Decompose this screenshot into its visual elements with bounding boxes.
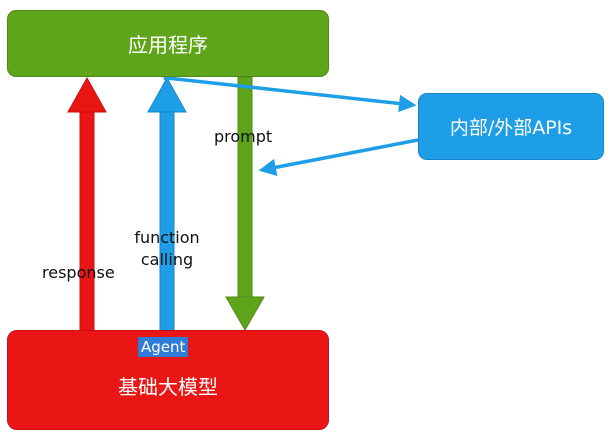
function-calling-arrow-shaft: [159, 109, 175, 332]
function-calling-label: function calling: [128, 227, 206, 271]
agent-highlight-label: Agent: [138, 337, 189, 357]
model-node-label: 基础大模型: [118, 374, 218, 399]
function-calling-label-line2: calling: [140, 250, 194, 269]
response-arrow-head: [67, 76, 107, 113]
response-arrow-shaft: [79, 109, 95, 332]
app-node: 应用程序: [7, 10, 329, 77]
function-calling-label-line1: function: [134, 228, 200, 247]
apis-return-arrow: [258, 138, 419, 176]
prompt-label: prompt: [214, 127, 273, 146]
prompt-arrow-shaft: [237, 76, 253, 300]
prompt-arrow-head: [225, 296, 265, 332]
model-node: 基础大模型: [7, 330, 329, 430]
response-label: response: [42, 263, 115, 282]
function-calling-arrow-head: [147, 76, 187, 113]
apis-node-label: 内部/外部APIs: [449, 117, 573, 139]
call-to-apis-arrow: [166, 76, 417, 113]
app-node-label: 应用程序: [128, 33, 208, 57]
apis-node: 内部/外部APIs: [418, 93, 604, 160]
